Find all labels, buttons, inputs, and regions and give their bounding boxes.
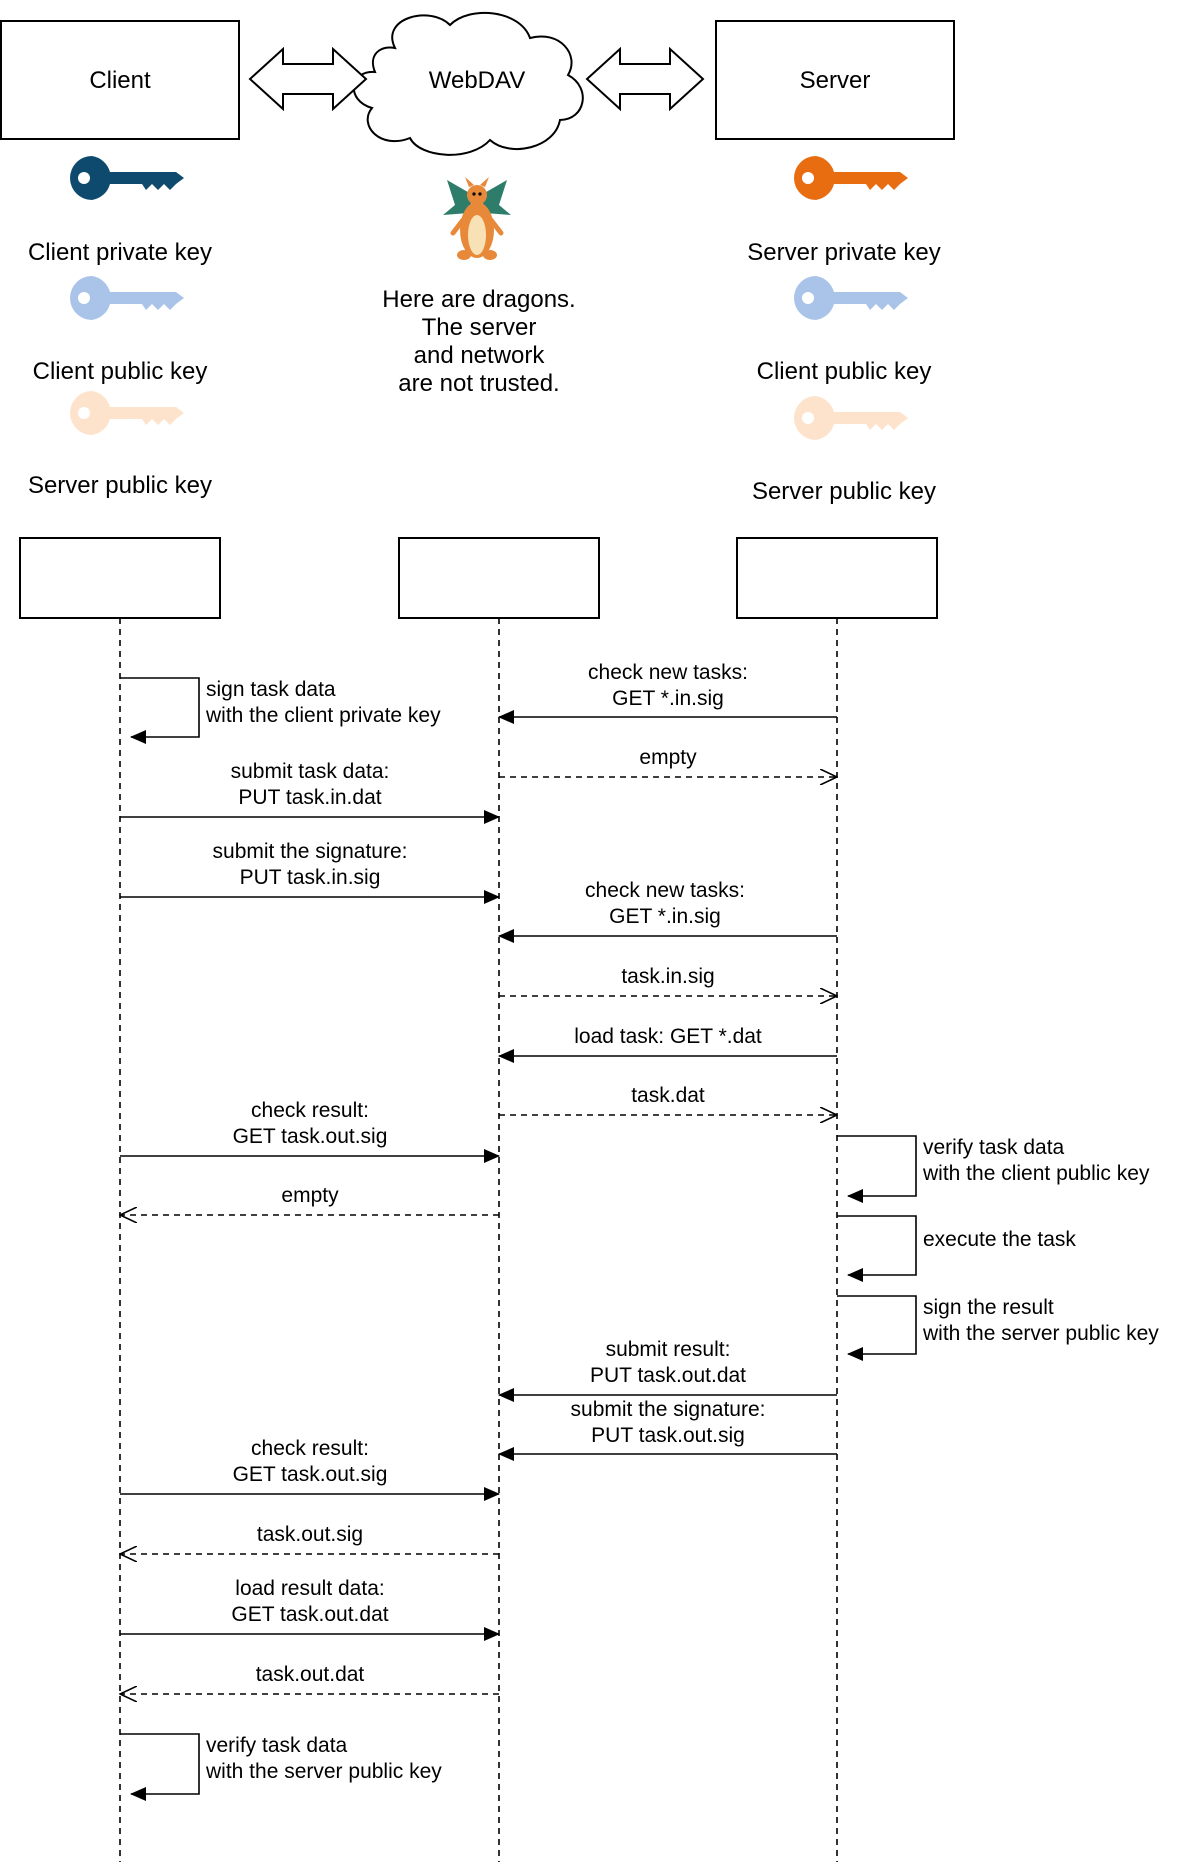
label-submit-task-data: submit task data:PUT task.in.dat (230, 760, 390, 809)
legend-client-server-public-key: Server public key (27, 472, 213, 499)
label-task-out-sig: task.out.sig (256, 1523, 364, 1546)
label-empty-1: empty (639, 746, 697, 769)
participant-server-label: Server (799, 67, 871, 94)
dragon-note-line-2: The server (421, 314, 537, 341)
legend-client-client-public-key: Client public key (32, 358, 208, 385)
label-submit-result: submit result:PUT task.out.dat (589, 1338, 747, 1387)
label-submit-signature-2: submit the signature:PUT task.out.sig (570, 1398, 766, 1447)
client-box (0, 20, 240, 140)
self-loop-sign-result (837, 1295, 917, 1361)
legend-server-client-public-key: Client public key (756, 358, 932, 385)
self-loop-execute (837, 1215, 917, 1282)
dragon-icon (443, 177, 511, 260)
legend-server-server-public-key: Server public key (751, 478, 937, 505)
participant-client-label: Client (89, 67, 151, 94)
client-lifeline-header (19, 537, 221, 619)
server-public-key-icon (70, 391, 184, 435)
self-loop-sign-task (120, 677, 200, 744)
server-box (715, 20, 955, 140)
webdav-lifeline-header (398, 537, 600, 619)
client-private-key-icon (70, 156, 184, 200)
self-loop-verify-client (120, 1733, 200, 1801)
label-check-result-2: check result:GET task.out.sig (232, 1437, 388, 1486)
label-check-new-tasks-1: check new tasks:GET *.in.sig (588, 661, 748, 710)
dragon-note-line-3: and network (413, 342, 545, 369)
label-empty-2: empty (281, 1184, 339, 1207)
client-webdav-double-arrow (248, 46, 368, 112)
webdav-cloud (353, 12, 584, 156)
dragon-note-line-1: Here are dragons. (382, 286, 576, 313)
legend-client-private-key: Client private key (27, 239, 213, 266)
label-check-new-tasks-2: check new tasks:GET *.in.sig (585, 879, 745, 928)
label-task-in-sig: task.in.sig (621, 965, 715, 988)
server-public-key-icon (794, 396, 908, 440)
label-load-result: load result data:GET task.out.dat (231, 1577, 389, 1626)
self-loop-verify-server (837, 1135, 917, 1203)
dragon-note-line-4: are not trusted. (398, 370, 560, 397)
label-check-result-1: check result:GET task.out.sig (232, 1099, 388, 1148)
client-public-key-icon (794, 276, 908, 320)
label-load-task: load task: GET *.dat (574, 1025, 762, 1048)
dragon-note: Here are dragons. The server and network… (349, 286, 609, 398)
client-public-key-icon (70, 276, 184, 320)
server-private-key-icon (794, 156, 908, 200)
participant-webdav-label: WebDAV (428, 67, 526, 94)
webdav-server-double-arrow (585, 46, 705, 112)
label-execute: execute the task (923, 1228, 1076, 1251)
label-task-out-dat: task.out.dat (255, 1663, 365, 1686)
label-task-dat: task.dat (631, 1084, 705, 1107)
legend-server-private-key: Server private key (747, 239, 941, 266)
label-submit-signature-1: submit the signature:PUT task.in.sig (212, 840, 408, 889)
server-lifeline-header (736, 537, 938, 619)
